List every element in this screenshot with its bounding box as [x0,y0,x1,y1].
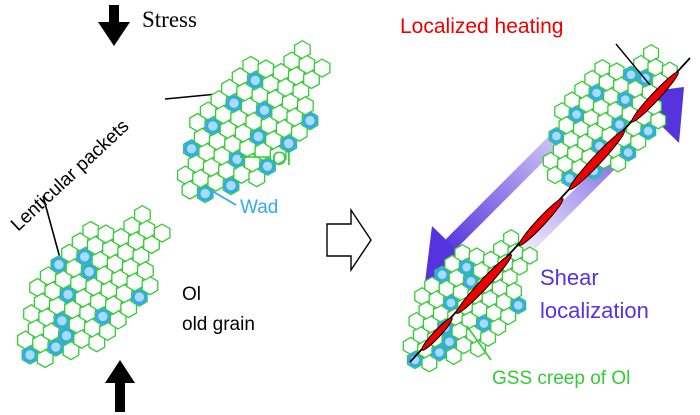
wadsleyite-grain [617,92,633,108]
olivine-grain [138,219,156,240]
wadsleyite-grain [568,106,584,122]
down-arrow-icon [98,5,130,46]
olivine-grain [650,111,667,130]
olivine-grain [521,246,538,265]
wadsleyite-grain [81,263,98,280]
wadsleyite-grain [256,102,273,119]
stress-label: Stress [142,7,197,32]
wadsleyite-grain [589,85,605,101]
wadsleyite-grain [476,316,492,332]
wadsleyite-grain [60,286,76,303]
wadsleyite-grain [247,72,264,89]
wadsleyite-grain [463,273,479,289]
wadsleyite-grain [58,327,75,344]
wadsleyite-grain [259,158,276,175]
olivine-grain [608,62,625,81]
wadsleyite-grain [407,352,423,368]
wad-leader-line [206,187,237,206]
localized-heating-label: Localized heating [400,15,563,38]
wadsleyite-grain [51,256,67,273]
olivine-grain [153,223,171,243]
olivine-grain [136,261,154,281]
olivine-grain [296,96,314,116]
wadsleyite-grain [459,259,475,275]
wadsleyite-grain [280,135,297,152]
wadsleyite-grain [611,116,627,132]
wadsleyite-grain [226,95,242,112]
wadsleyite-grain [223,177,239,194]
wadsleyite-grain [510,297,526,313]
ol-old-grain-label-line1: Ol [182,284,201,305]
lenticular-packets-label: Lenticular packets [7,116,133,236]
olivine-grain [298,54,316,75]
wadsleyite-grain [229,151,246,168]
ol-old-grain-label-line2: old grain [182,314,255,335]
wadsleyite-grain [640,123,656,139]
wadsleyite-grain [183,140,200,157]
hollow-right-arrow-icon [326,207,372,273]
wadsleyite-grain [94,308,111,325]
gss-leader-line [466,325,492,361]
olivine-grain [647,58,664,77]
olivine-grain [257,59,275,79]
wadsleyite-grain [204,118,221,134]
olivine-grain [313,58,331,78]
lenticular-packet-right-upper [542,43,678,188]
wadsleyite-grain [47,339,64,356]
wadsleyite-grain [302,112,318,129]
olivine-grain [141,275,159,296]
gss-creep-label: GSS creep of Ol [492,368,630,389]
wadsleyite-grain [76,248,93,265]
lenticular-packet-upper [176,39,331,204]
wadsleyite-grain [22,347,38,363]
wadsleyite-grain [54,312,70,329]
ol-label: Ol [272,149,291,170]
olivine-grain [468,247,485,266]
shear-label-line2: localization [540,298,649,323]
wadsleyite-grain [623,67,639,83]
up-arrow-icon [105,360,135,412]
wadsleyite-grain [131,289,148,306]
wadsleyite-grain [250,128,267,145]
wadsleyite-grain [197,185,214,202]
heating-leader-line [615,43,651,86]
olivine-grain [507,243,524,262]
wadsleyite-grain [620,145,636,161]
wadsleyite-grain [434,267,450,283]
shear-label-line1: Shear [540,265,599,290]
wad-label: Wad [240,197,278,218]
localized-heating-lenses [421,71,679,351]
wadsleyite-grain [431,345,447,361]
wadsleyite-grain [441,334,457,350]
olivine-grain [97,224,115,244]
lenticular-packet-lower [16,204,171,369]
wadsleyite-grain [548,128,564,144]
wadsleyite-grain [443,295,459,311]
olivine-grain [505,282,522,301]
